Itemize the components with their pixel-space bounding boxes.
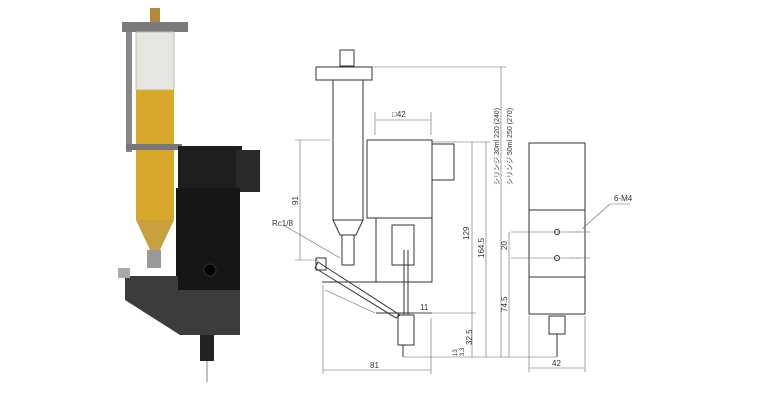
dim-42: 42 xyxy=(552,359,561,368)
air-port xyxy=(118,268,130,278)
base-block xyxy=(125,276,240,335)
dim-129: 129 xyxy=(462,226,471,240)
dim-32-5: 32.5 xyxy=(465,329,474,345)
air-port-fitting xyxy=(315,257,327,271)
side-view-drawing: 6-M4 20 74.5 42 xyxy=(500,142,633,372)
dim-91: 91 xyxy=(291,196,300,205)
syringe-fitting xyxy=(147,250,161,268)
holder-bar xyxy=(126,32,132,152)
dim-74-5: 74.5 xyxy=(500,296,509,312)
dim-syringe-50: シリンジ 50ml 250 (270) xyxy=(507,108,514,185)
nozzle xyxy=(200,335,214,361)
syringe-cap xyxy=(150,8,160,22)
syringe-flange xyxy=(122,22,188,32)
dim-port: Rc1/8 xyxy=(272,219,293,228)
dim-square-42: □42 xyxy=(392,110,406,119)
dim-81: 81 xyxy=(370,361,379,370)
dim-164-5: 164.5 xyxy=(477,237,486,258)
motor-housing xyxy=(178,146,242,188)
dim-11: 11 xyxy=(420,303,429,312)
syringe-tip xyxy=(136,220,174,250)
syringe-barrel xyxy=(135,31,175,91)
dim-3-3: 3.3 xyxy=(460,347,466,356)
dim-20: 20 xyxy=(500,241,509,250)
motor-cover xyxy=(236,150,260,192)
front-view-drawing: □42 91 Rc1/8 129 164.5 シリンジ 30ml 220 (24… xyxy=(272,49,514,374)
syringe-resin xyxy=(136,90,174,220)
dim-13: 13 xyxy=(453,349,459,356)
dim-6-m4: 6-M4 xyxy=(614,194,633,203)
holder-clamp xyxy=(126,144,182,150)
dim-syringe-30: シリンジ 30ml 220 (240) xyxy=(494,108,501,185)
drawing-syringe-cap xyxy=(339,49,355,67)
dispenser-photo xyxy=(118,8,260,382)
body-hole xyxy=(203,263,217,277)
